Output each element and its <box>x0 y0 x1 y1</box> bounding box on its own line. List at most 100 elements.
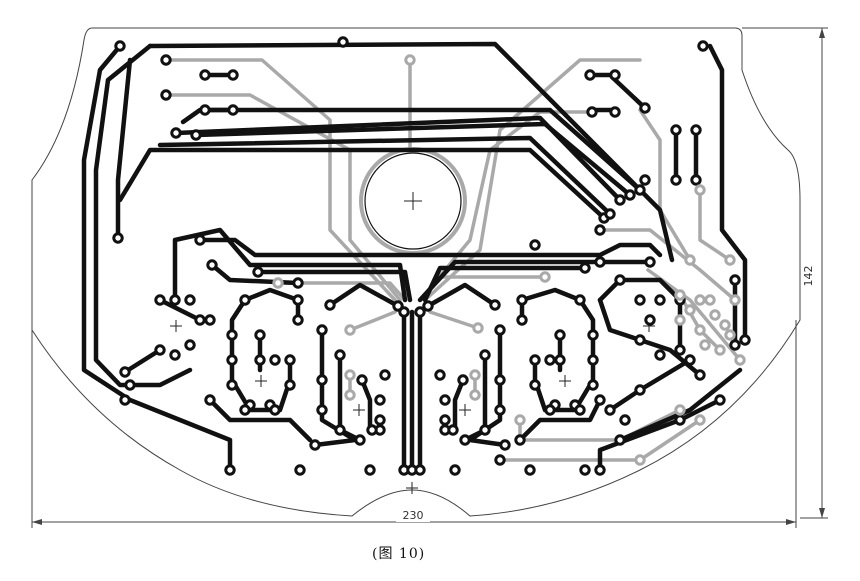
center-mounting-hole <box>359 147 467 255</box>
top-layer-pad <box>554 354 566 366</box>
top-layer-pad <box>154 344 166 356</box>
top-layer-pad <box>516 294 528 306</box>
top-layer-pad <box>154 294 166 306</box>
top-layer-pad <box>690 174 702 186</box>
top-layer-pad <box>199 69 211 81</box>
bottom-layer-pad <box>724 254 736 266</box>
top-layer-pad <box>729 274 741 286</box>
top-layer-pad <box>579 262 591 274</box>
top-layer-pad <box>254 354 266 366</box>
top-layer-pad <box>634 334 646 346</box>
top-layer-pad <box>614 274 626 286</box>
bottom-layer-pad <box>674 289 686 301</box>
top-layer-pad <box>160 89 172 101</box>
top-layer-pad <box>422 300 434 312</box>
top-layer-pad <box>644 256 656 268</box>
top-layer-pad <box>316 404 328 416</box>
top-layer-pad <box>194 314 206 326</box>
width-label: 230 <box>403 509 424 522</box>
top-layer-pad <box>269 404 281 416</box>
bottom-layer-pad <box>344 389 356 401</box>
top-layer-pad <box>366 424 378 436</box>
top-layer-pad <box>544 354 556 366</box>
dimension-width: 230 <box>31 320 797 528</box>
bottom-layer-pad <box>469 389 481 401</box>
top-layer-pad <box>379 369 391 381</box>
top-layer-pad <box>226 354 238 366</box>
top-layer-pad <box>479 349 491 361</box>
top-layer-pad <box>206 259 218 271</box>
bottom-layer-pad <box>694 414 706 426</box>
top-layer-pad <box>292 294 304 306</box>
top-layer-pad <box>674 414 686 426</box>
top-layer-pad <box>324 299 336 311</box>
component-centers <box>170 320 655 494</box>
bottom-layer-pad <box>694 324 706 336</box>
top-layer-pad <box>194 234 206 246</box>
bottom-layer-pad <box>694 294 706 306</box>
top-layer-pad <box>414 306 426 318</box>
top-layer-pad <box>604 404 616 416</box>
top-layer-pad <box>690 124 702 136</box>
top-layer-pad <box>604 208 616 220</box>
top-layer-pad <box>587 354 599 366</box>
top-layer-pad <box>204 394 216 406</box>
bottom-layer-pad <box>694 184 706 196</box>
height-label: 142 <box>802 266 815 287</box>
top-layer-pad <box>594 224 606 236</box>
top-layer-pad <box>609 69 621 81</box>
top-layer-pad <box>574 294 586 306</box>
top-layer-pad <box>337 36 349 48</box>
bottom-layer-pads <box>272 54 746 466</box>
top-layer-pad <box>119 394 131 406</box>
top-layer-pad <box>170 127 182 139</box>
top-layer-pad <box>316 374 328 386</box>
top-layer-pad <box>457 374 469 386</box>
top-layer-pad <box>574 404 586 416</box>
bottom-layer-pad <box>344 324 356 336</box>
bottom-layer-pad <box>634 454 646 466</box>
figure-caption: (图 10) <box>372 546 426 562</box>
top-layer-pad <box>670 174 682 186</box>
top-layer-pad <box>199 104 211 116</box>
top-layer-pad <box>494 324 506 336</box>
top-layer-pad <box>494 454 506 466</box>
top-layer-pad <box>169 349 181 361</box>
top-layer-pad <box>204 314 216 326</box>
top-layer-pad <box>639 102 651 114</box>
top-layer-pad <box>634 184 646 196</box>
top-layer-pad <box>554 329 566 341</box>
top-layer-pad <box>684 354 696 366</box>
top-layer-pad <box>292 314 304 326</box>
top-layer-pad <box>334 424 346 436</box>
top-layer-pad <box>227 69 239 81</box>
top-layer-pad <box>529 379 541 391</box>
top-layer-pad <box>239 294 251 306</box>
top-layer-pad <box>694 369 706 381</box>
board-outline <box>31 27 801 517</box>
top-layer-pad <box>494 404 506 416</box>
top-layer-pad <box>398 306 410 318</box>
top-layer-pad <box>354 434 366 446</box>
top-layer-traces <box>81 41 748 473</box>
top-layer-pad <box>374 414 386 426</box>
bottom-layer-pad <box>709 309 721 321</box>
top-layer-pad <box>114 40 126 52</box>
top-layer-pad <box>586 106 598 118</box>
top-layer-pad <box>184 294 196 306</box>
top-layer-pad <box>226 379 238 391</box>
top-layer-pad <box>226 329 238 341</box>
top-layer-pad <box>674 344 686 356</box>
top-layer-pad <box>594 394 606 406</box>
bottom-layer-pad <box>729 294 741 306</box>
top-layer-pad <box>489 299 501 311</box>
top-layer-pad <box>579 464 591 476</box>
top-layer-pad <box>292 277 304 289</box>
top-layer-pad <box>119 366 131 378</box>
bottom-layer-pad <box>472 322 484 334</box>
top-layer-pad <box>190 129 202 141</box>
bottom-layer-pad <box>344 369 356 381</box>
top-layer-pad <box>254 329 266 341</box>
top-layer-pad <box>414 464 426 476</box>
top-layer-pad <box>624 189 636 201</box>
